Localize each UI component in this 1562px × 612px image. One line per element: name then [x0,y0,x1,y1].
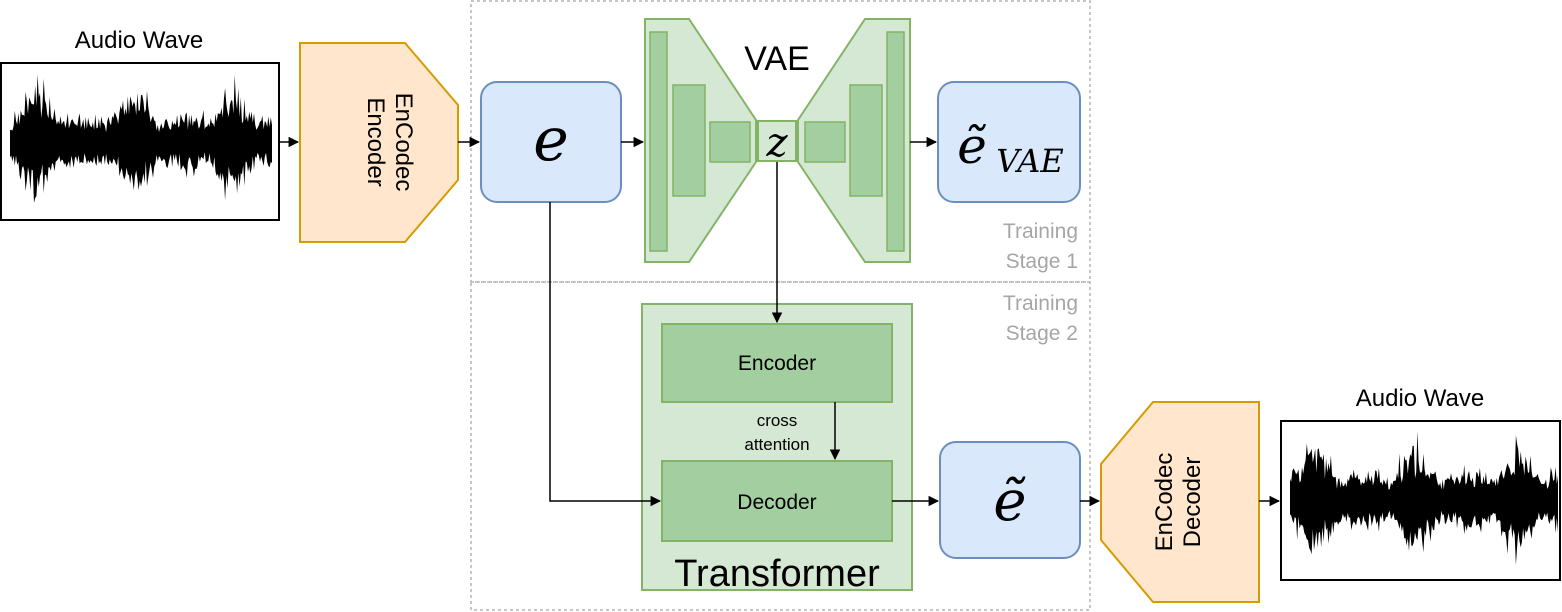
vae-encoder-layer-1 [649,31,668,252]
encodec-decoder-label: EnCodec Decoder [1151,453,1206,552]
reconstructed-e-symbol: ẽ [993,469,1026,534]
transformer-decoder-label: Decoder [737,491,816,514]
stage2-label-line2: Stage 2 [1006,322,1078,345]
output-audio-title: Audio Wave [1356,385,1485,412]
vae-decoder-layer-1 [804,121,846,163]
stage1-label-line1: Training [1003,220,1078,243]
embedding-e-symbol: e [533,105,569,175]
reconstructed-e-block [939,441,1081,559]
encodec-encoder-block [299,42,459,243]
vae-output-subscript: VAE [996,142,1063,180]
encodec-decoder-line1: EnCodec [1151,453,1178,552]
stage2-label-line1: Training [1003,292,1078,315]
vae-encoder-layer-3 [709,121,751,163]
cross-attention-line2: attention [744,435,809,454]
waveform-shape [10,74,272,203]
transformer-title: Transformer [674,553,880,595]
arrow-e-to-transformer-decoder [549,202,662,507]
vae-decoder-layer-2 [849,84,883,197]
vae-encoder-layer-2 [672,84,706,197]
vae-latent-block [757,120,797,162]
training-stage-2-region [470,281,1091,611]
transformer-encoder-block [661,323,893,403]
transformer-decoder-block [661,460,893,542]
encodec-encoder-line2: Encoder [362,97,389,186]
transformer-encoder-label: Encoder [738,352,816,375]
vae-output-block [937,81,1081,203]
input-audio-title: Audio Wave [75,27,204,54]
cross-attention-line1: cross [757,411,798,430]
encodec-encoder-line1: EnCodec [390,93,417,192]
vae-output-symbol: ẽ [957,117,987,175]
vae-latent-symbol: z [765,120,788,166]
output-waveform [1290,430,1558,566]
encodec-decoder-block [1100,401,1260,603]
encodec-decoder-line2: Decoder [1179,457,1206,548]
vae-title: VAE [744,40,810,78]
input-waveform [10,74,272,203]
vae-decoder-layer-3 [886,31,905,252]
waveform-shape [1290,430,1558,566]
encodec-encoder-label: EnCodec Encoder [362,93,417,192]
stage1-label-line2: Stage 1 [1006,250,1078,273]
